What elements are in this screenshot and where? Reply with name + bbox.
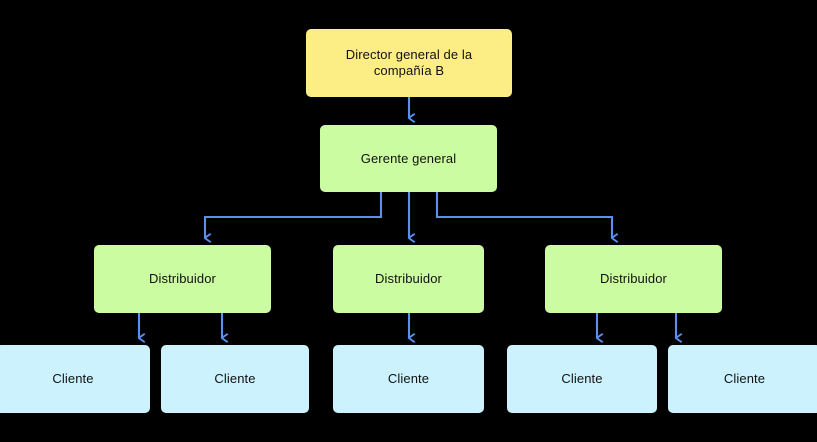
node-distribuidor-1[interactable]: Distribuidor xyxy=(94,245,271,313)
node-gerente-general[interactable]: Gerente general xyxy=(320,125,497,192)
node-distribuidor-3[interactable]: Distribuidor xyxy=(545,245,722,313)
node-distribuidor-2[interactable]: Distribuidor xyxy=(333,245,484,313)
edge-manager-to-distributor-1 xyxy=(205,192,383,238)
node-cliente-1[interactable]: Cliente xyxy=(0,345,150,413)
node-cliente-4[interactable]: Cliente xyxy=(507,345,657,413)
edge-manager-to-distributor-3 xyxy=(435,192,612,238)
node-cliente-2[interactable]: Cliente xyxy=(161,345,309,413)
node-cliente-3[interactable]: Cliente xyxy=(333,345,484,413)
node-director-general[interactable]: Director general de la compañía B xyxy=(306,29,512,97)
node-cliente-5[interactable]: Cliente xyxy=(668,345,817,413)
